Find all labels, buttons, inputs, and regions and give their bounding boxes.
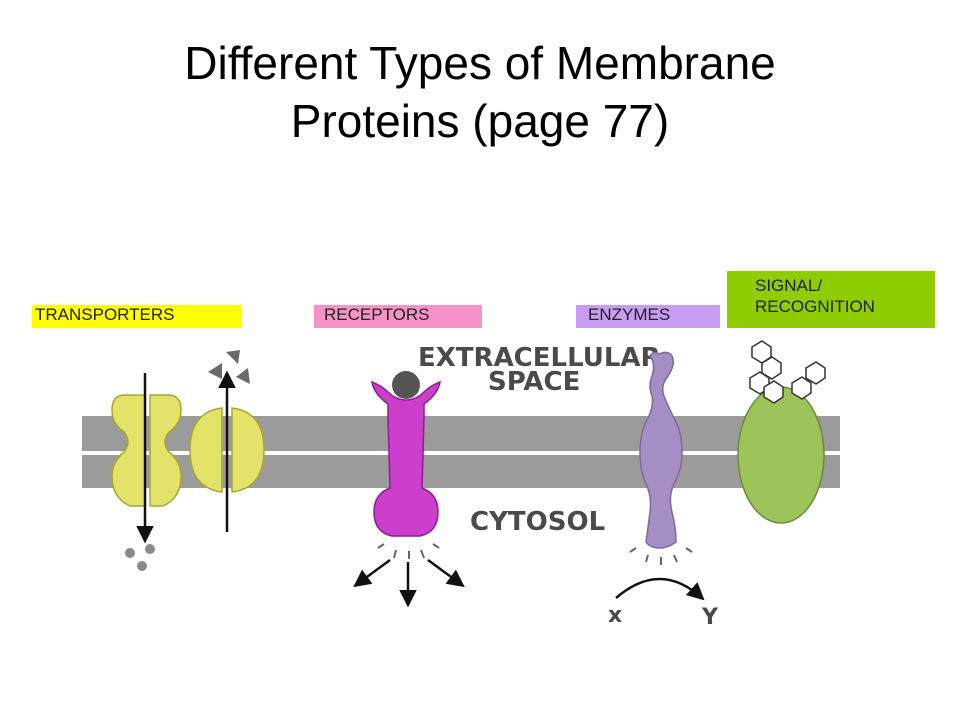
solute-triangle <box>236 368 250 384</box>
signal-arrow-right <box>427 558 465 588</box>
solute-triangle <box>208 363 222 379</box>
solute-triangle <box>226 350 240 364</box>
title-line-2: Proteins (page 77) <box>290 95 670 147</box>
receptor-protein <box>371 380 441 537</box>
enzyme-activity-rays <box>629 547 693 565</box>
carbohydrate-chain <box>749 340 826 404</box>
product-label: Y <box>701 605 719 630</box>
cytosol-label: CYTOSOL <box>470 507 605 537</box>
enzyme-group: x Y <box>608 351 719 630</box>
signal-recognition-label: SIGNAL/ RECOGNITION <box>727 271 935 328</box>
enzyme-protein <box>639 351 683 549</box>
transporters-label: TRANSPORTERS <box>32 305 242 328</box>
signal-ligand <box>392 371 420 399</box>
carrier-protein-right-half <box>231 407 265 493</box>
transporter-group <box>111 350 265 571</box>
enzymes-label: ENZYMES <box>576 305 720 328</box>
solute-particle <box>125 548 135 558</box>
solute-particle <box>145 544 155 554</box>
carrier-protein-left-half <box>189 407 223 493</box>
transporter-channel-right-half <box>149 394 182 507</box>
signal-label-line-1: SIGNAL/ <box>755 276 823 295</box>
glycoprotein <box>737 386 825 524</box>
receptors-label: RECEPTORS <box>314 305 482 328</box>
extracellular-label: EXTRACELLULAR <box>418 343 661 373</box>
solute-particle <box>137 561 147 571</box>
signal-arrow-left <box>353 558 391 588</box>
title-line-1: Different Types of Membrane <box>184 37 776 89</box>
signal-label-line-2: RECOGNITION <box>755 297 875 316</box>
transporter-channel-left-half <box>111 394 146 507</box>
activation-rays <box>377 543 440 559</box>
substrate-label: x <box>608 603 622 628</box>
recognition-group <box>737 340 826 524</box>
bilayer-gap <box>82 451 840 455</box>
slide-title: Different Types of Membrane Proteins (pa… <box>0 34 960 150</box>
receptor-group <box>353 371 465 608</box>
reaction-arrow <box>615 577 705 601</box>
space-label: SPACE <box>488 367 580 397</box>
